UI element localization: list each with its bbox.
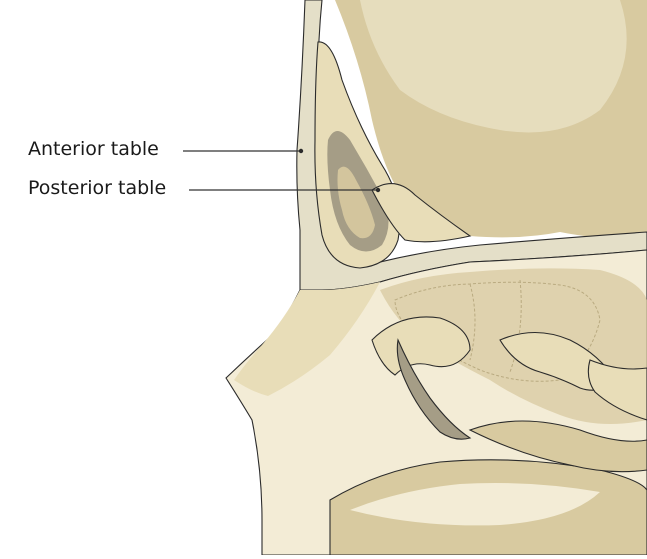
posterior-table-leader-dot [375,187,381,193]
posterior-wall-ridge [371,183,472,243]
cranial-highlight [360,0,627,133]
middle-concha [371,316,471,376]
posterior-table-label: Posterior table [28,177,167,199]
anterior-table-label: Anterior table [28,138,159,160]
frontal-sinus-inner [337,166,375,239]
maxillary-sinus [396,338,472,440]
palate-highlight [350,483,600,526]
zygomatic-region [468,420,647,473]
anterior-table-leader-dot [298,148,304,154]
ethmoid-cell-divider-1 [469,283,476,361]
pterygoid-plate [587,359,647,421]
nasal-bone [234,282,380,396]
